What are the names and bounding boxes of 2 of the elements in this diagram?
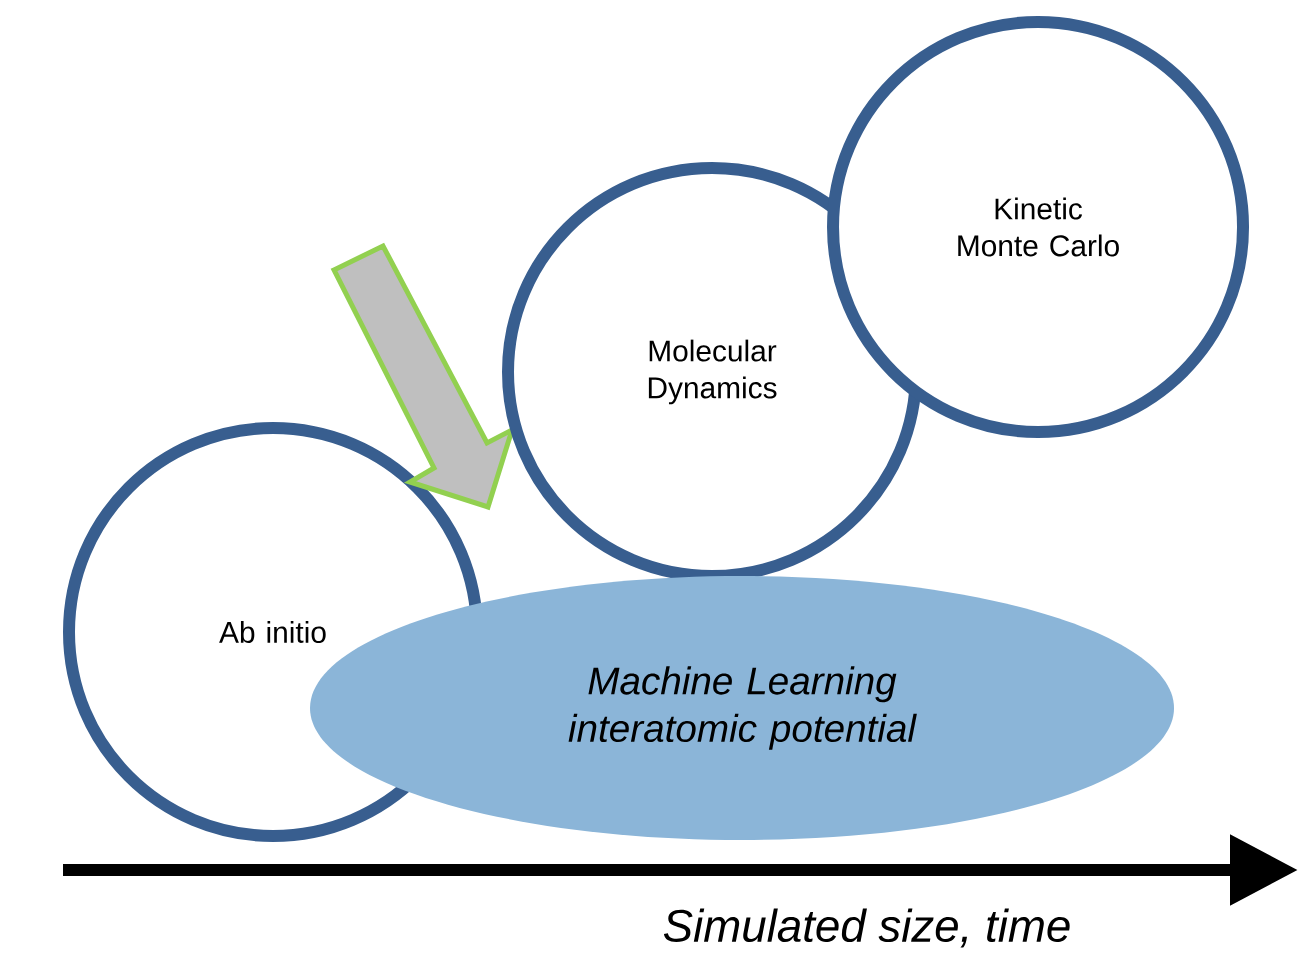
node-label: Kinetic Monte Carlo <box>958 197 1119 257</box>
axis-label: Simulated size, time <box>663 908 1070 948</box>
